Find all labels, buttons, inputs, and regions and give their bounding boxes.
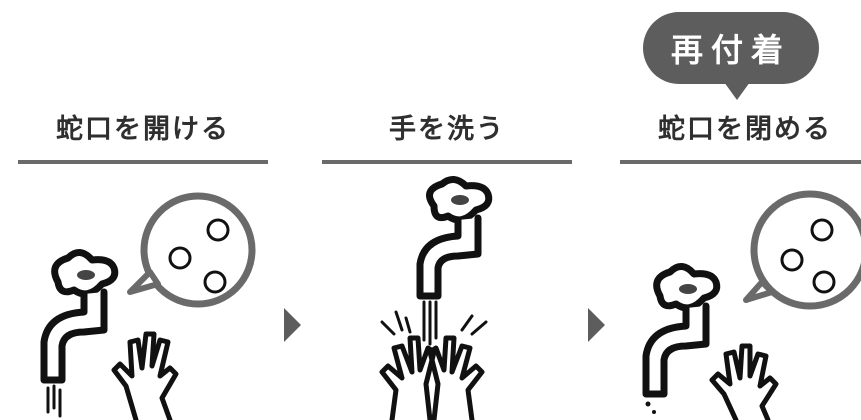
divider xyxy=(18,160,268,164)
step-open-faucet: 蛇口を開ける xyxy=(18,110,268,420)
faucet-handwashing-icon xyxy=(379,176,493,420)
recontamination-badge: 再付着 xyxy=(643,12,819,84)
divider xyxy=(620,160,861,164)
step-close-faucet: 蛇口を閉める xyxy=(620,110,861,420)
step-wash-hands: 手を洗う xyxy=(322,110,572,420)
arrow-right-icon xyxy=(588,308,605,342)
divider xyxy=(322,160,572,164)
arrow-right-icon xyxy=(284,308,301,342)
step-title: 蛇口を閉める xyxy=(658,114,832,145)
faucet-open-with-germs-icon xyxy=(40,192,256,420)
step-title: 蛇口を開ける xyxy=(56,114,230,145)
faucet-close-with-germs-icon xyxy=(642,190,861,420)
badge-pointer xyxy=(724,82,750,100)
badge-label: 再付着 xyxy=(670,31,791,69)
step-title: 手を洗う xyxy=(389,114,505,145)
germ-icon xyxy=(780,218,836,294)
germ-icon xyxy=(168,218,230,294)
